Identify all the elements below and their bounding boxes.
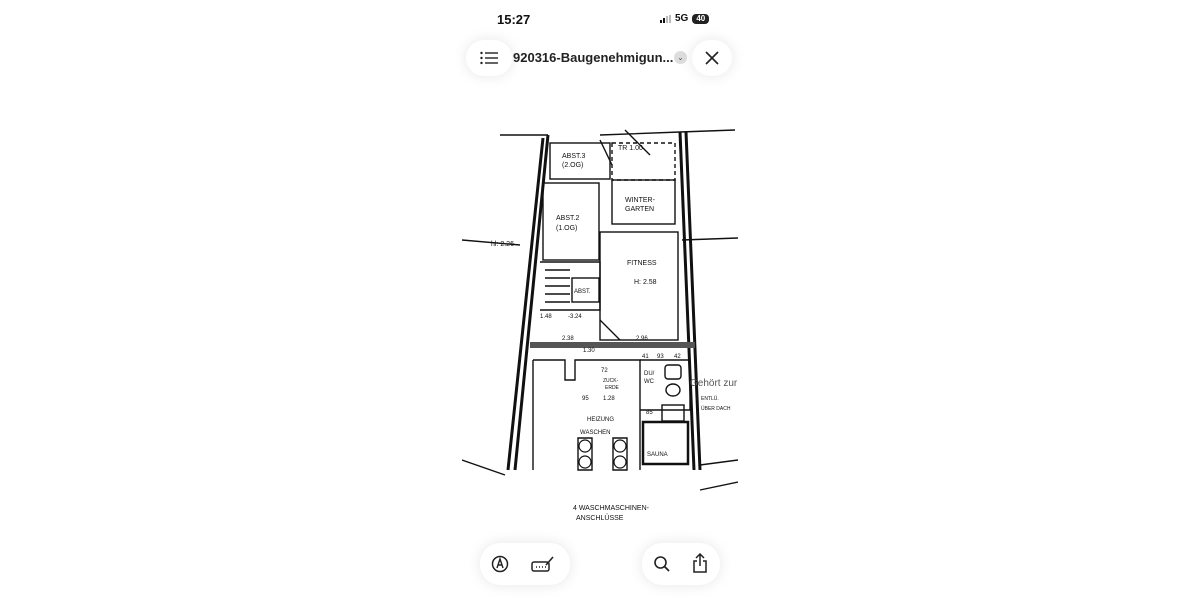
dim-72: 72 [601,368,608,374]
label-heizung: HEIZUNG [587,417,614,423]
dim-148: 1.48 [540,314,552,320]
label-zuck1: ZUCK- [603,378,619,384]
annotate-group [480,543,570,585]
label-duwc2: WC [644,379,655,385]
label-abst3-floor: (2.OG) [562,162,583,169]
dim-238: 2.38 [562,336,574,342]
actions-group [642,543,720,585]
list-icon [479,50,499,66]
status-indicators: 5G 40 [660,13,710,24]
signal-icon [660,14,671,23]
dim-93: 93 [657,354,664,360]
chevron-down-icon[interactable]: ⌄ [674,51,687,64]
label-fitness: FITNESS [627,260,657,267]
dim-130: 1.30 [583,348,595,354]
label-winter2: GARTEN [625,206,654,213]
dim-128: 1.28 [603,396,615,402]
signature-icon[interactable] [530,554,556,574]
label-abst2: ABST.2 [556,215,579,222]
dim-85: 85 [646,410,653,416]
label-fitness-height: H: 2.58 [634,279,657,286]
dim-41: 41 [642,354,649,360]
label-sauna: SAUNA [647,452,668,458]
search-icon[interactable] [652,554,672,574]
dim-95: 95 [582,396,589,402]
markup-icon[interactable] [490,554,510,574]
label-abst: ABST. [574,289,591,295]
dim-296: 2.96 [636,336,648,342]
battery-icon: 40 [692,13,710,24]
label-footer1: 4 WASCHMASCHINEN- [573,505,650,512]
label-abst3: ABST.3 [562,153,585,160]
label-duwc1: DU/ [644,371,655,377]
label-waschen: WASCHEN [580,430,610,436]
share-icon[interactable] [690,552,710,574]
network-type: 5G [675,13,689,24]
label-abst2-floor: (1.OG) [556,225,577,232]
label-zuck2: ERDE [605,385,620,391]
label-winter1: WINTER- [625,197,656,204]
label-hl: hl: 2.26 [491,241,514,248]
document-header: 920316-Baugenehmigun... ⌄ [462,40,738,76]
list-button[interactable] [466,40,512,76]
document-title[interactable]: 920316-Baugenehmigun... [513,50,674,65]
bottom-toolbar [462,543,738,585]
label-footer2: ANSCHLÜSSE [576,514,624,522]
dim-42: 42 [674,354,681,360]
close-icon [705,51,719,65]
label-entl1: ENTLÜ. [701,395,719,402]
close-button[interactable] [692,40,732,76]
status-time: 15:27 [497,12,531,27]
floor-plan-drawing: ABST.3 (2.OG) TR 1.00 WINTER- GARTEN ABS… [462,129,738,522]
label-gehoert: Gehört zur [690,378,738,389]
floor-plan-page: ABST.3 (2.OG) TR 1.00 WINTER- GARTEN ABS… [462,80,738,530]
label-entl2: ÜBER DACH [701,405,731,412]
label-tr: TR 1.00 [618,145,643,152]
dim-324: -3.24 [568,314,582,320]
